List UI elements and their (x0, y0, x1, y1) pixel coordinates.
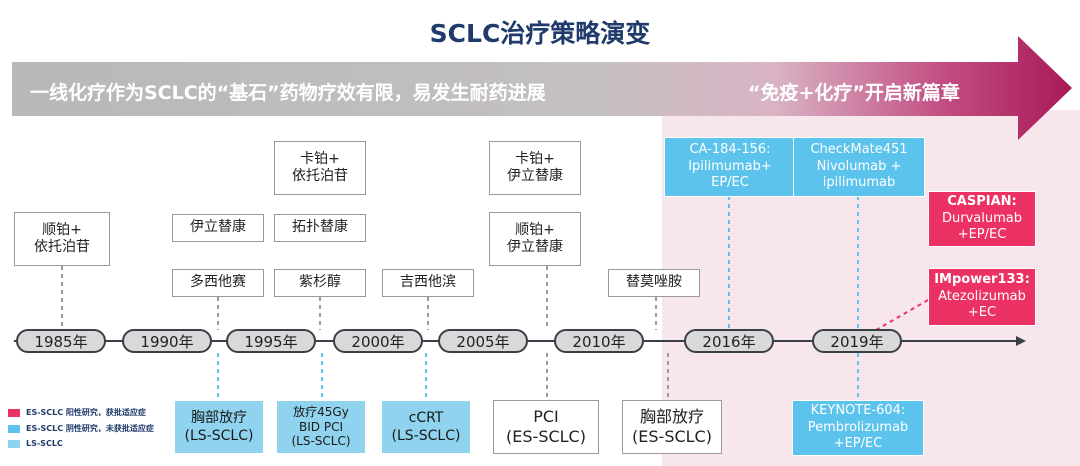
year-2005: 2005年 (438, 329, 528, 353)
box-line: IMpower133: (934, 271, 1030, 287)
banner-left-text: 一线化疗作为SCLC的“基石”药物疗效有限，易发生耐药进展 (30, 82, 546, 104)
legend-label: LS-SCLC (26, 439, 63, 448)
box-line: EP/EC (711, 175, 749, 191)
year-1985: 1985年 (16, 329, 106, 353)
box-line: (LS-SCLC) (184, 428, 254, 444)
year-2016: 2016年 (684, 329, 774, 353)
ls-thoracic-radiotherapy: 胸部放疗 (LS-SCLC) (174, 400, 264, 454)
box-line: 伊立替康 (190, 219, 246, 236)
box-line: cCRT (408, 409, 444, 426)
box-line: 伊立替康 (507, 239, 563, 255)
timeline-arrowhead (1016, 336, 1026, 346)
box-line: Nivolumab + (816, 158, 902, 174)
box-line: (LS-SCLC) (291, 434, 351, 449)
es-thoracic-radiotherapy: 胸部放疗 (ES-SCLC) (622, 400, 722, 454)
box-line: Atezolizumab (938, 288, 1026, 304)
box-line: 拓扑替康 (292, 219, 348, 236)
regimen-irinotecan: 伊立替康 (172, 214, 264, 242)
box-line: CheckMate451 (810, 141, 908, 157)
legend-swatch (8, 424, 20, 433)
es-pci: PCI (ES-SCLC) (493, 400, 599, 454)
legend-swatch (8, 439, 20, 448)
box-line: Durvalumab (942, 210, 1022, 226)
box-line: 顺铂+ (515, 221, 555, 238)
box-line: 顺铂+ (42, 221, 82, 238)
banner-arrow-shape (12, 36, 1072, 140)
banner-right-text: “免疫+化疗”开启新篇章 (748, 82, 960, 104)
box-line: 胸部放疗 (191, 409, 247, 426)
year-2010: 2010年 (554, 329, 644, 353)
box-line: (ES-SCLC) (632, 427, 712, 446)
year-2019: 2019年 (812, 329, 902, 353)
box-line: +EC (967, 305, 997, 321)
regimen-topotecan: 拓扑替康 (274, 214, 366, 242)
box-line: 胸部放疗 (639, 407, 704, 426)
regimen-carboplatin-irinotecan: 卡铂+ 伊立替康 (489, 141, 581, 195)
box-line: ipilimumab (822, 175, 896, 191)
box-line: 吉西他滨 (400, 274, 456, 291)
box-line: 依托泊苷 (34, 239, 90, 255)
regimen-paclitaxel: 紫杉醇 (274, 269, 366, 297)
regimen-cisplatin-etoposide: 顺铂+ 依托泊苷 (14, 212, 110, 266)
box-line: 多西他赛 (190, 274, 246, 291)
legend-item-ls: LS-SCLC (8, 439, 63, 448)
trial-checkmate451: CheckMate451 Nivolumab + ipilimumab (793, 137, 925, 197)
box-line: +EP/EC (957, 227, 1007, 243)
legend-label: ES-SCLC 阳性研究，获批适应症 (26, 408, 146, 417)
box-line: 卡铂+ (300, 150, 340, 167)
box-line: +EP/EC (833, 436, 883, 452)
box-line: BID PCI (299, 419, 343, 434)
page-title: SCLC治疗策略演变 (429, 19, 651, 48)
regimen-carboplatin-etoposide: 卡铂+ 依托泊苷 (274, 141, 366, 195)
regimen-cisplatin-irinotecan: 顺铂+ 伊立替康 (489, 212, 581, 266)
box-line: 放疗45Gy (293, 405, 349, 420)
year-1995: 1995年 (226, 329, 316, 353)
trial-caspian: CASPIAN: Durvalumab +EP/EC (928, 191, 1036, 247)
trial-ca184-156: CA-184-156: Ipilimumab+ EP/EC (664, 137, 796, 197)
box-line: Ipilimumab+ (688, 158, 772, 174)
legend-item-es-negative: ES-SCLC 阴性研究，未获批适应症 (8, 423, 154, 434)
box-line: 伊立替康 (507, 168, 563, 184)
box-line: 替莫唑胺 (626, 274, 682, 291)
ls-radiotherapy-bid-pci: 放疗45Gy BID PCI (LS-SCLC) (276, 400, 366, 454)
box-line: 紫杉醇 (299, 274, 341, 291)
box-line: CASPIAN: (947, 193, 1017, 209)
year-2000: 2000年 (333, 329, 423, 353)
box-line: 依托泊苷 (292, 168, 348, 184)
ls-ccrt: cCRT (LS-SCLC) (381, 400, 471, 454)
trial-keynote604: KEYNOTE-604: Pembrolizumab +EP/EC (792, 400, 924, 456)
legend-swatch (8, 408, 20, 417)
year-1990: 1990年 (122, 329, 212, 353)
box-line: (LS-SCLC) (391, 428, 461, 444)
regimen-docetaxel: 多西他赛 (172, 269, 264, 297)
trial-impower133: IMpower133: Atezolizumab +EC (928, 268, 1036, 326)
legend-item-es-positive: ES-SCLC 阳性研究，获批适应症 (8, 407, 146, 418)
box-line: CA-184-156: (689, 141, 771, 157)
box-line: 卡铂+ (515, 150, 555, 167)
box-line: KEYNOTE-604: (810, 402, 906, 418)
box-line: (ES-SCLC) (506, 427, 586, 446)
box-line: Pembrolizumab (807, 419, 909, 435)
regimen-temozolomide: 替莫唑胺 (608, 269, 700, 297)
box-line: PCI (533, 407, 559, 426)
connector-impower (875, 299, 929, 331)
regimen-gemcitabine: 吉西他滨 (382, 269, 474, 297)
legend-label: ES-SCLC 阴性研究，未获批适应症 (26, 424, 154, 433)
